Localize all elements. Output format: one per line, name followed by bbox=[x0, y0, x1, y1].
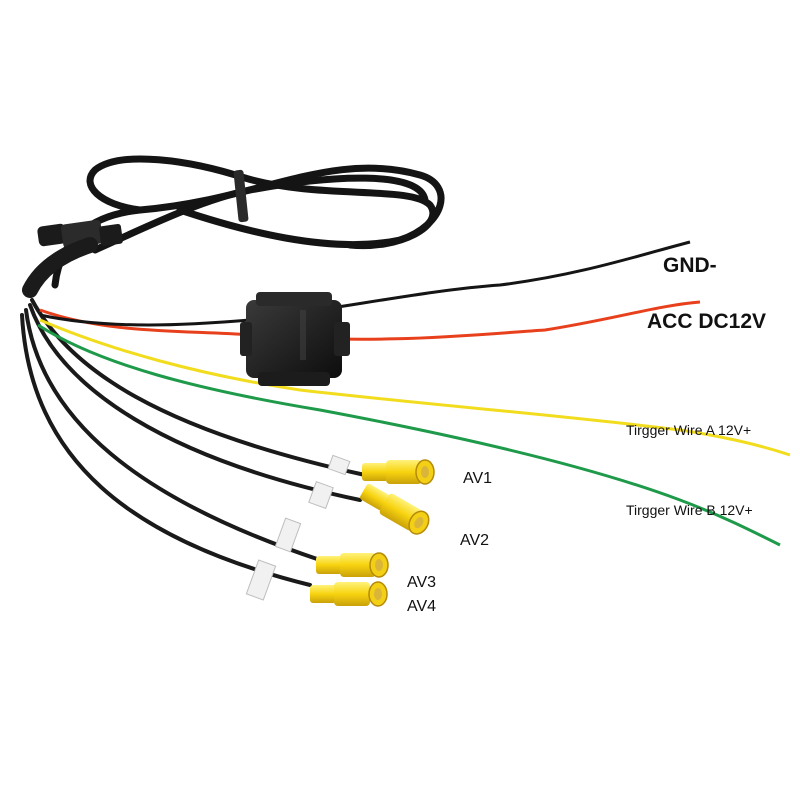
acc-label: ACC DC12V bbox=[647, 310, 767, 333]
rca-av2 bbox=[360, 483, 430, 535]
av-cables bbox=[20, 298, 367, 587]
gnd-wire bbox=[39, 240, 691, 327]
coiled-cable bbox=[51, 155, 445, 289]
av2-label: AV2 bbox=[460, 532, 490, 549]
rca-av1 bbox=[362, 459, 435, 485]
av3-label: AV3 bbox=[407, 574, 437, 591]
trigger-b-wire bbox=[37, 323, 781, 547]
trigger-a-label: Tirgger Wire A 12V+ bbox=[626, 422, 752, 438]
rca-av4 bbox=[310, 581, 388, 607]
relay-box bbox=[240, 292, 350, 386]
av4-label: AV4 bbox=[407, 598, 437, 615]
av1-label: AV1 bbox=[463, 470, 493, 487]
trigger-b-label: Tirgger Wire B 12V+ bbox=[626, 502, 753, 518]
cable-tie bbox=[233, 169, 249, 223]
acc-wire bbox=[39, 300, 701, 341]
gnd-label: GND- bbox=[663, 254, 717, 277]
aviation-connector bbox=[22, 219, 123, 298]
trigger-a-wire bbox=[39, 318, 791, 457]
label-tags bbox=[245, 454, 351, 601]
rca-av3 bbox=[316, 552, 389, 578]
